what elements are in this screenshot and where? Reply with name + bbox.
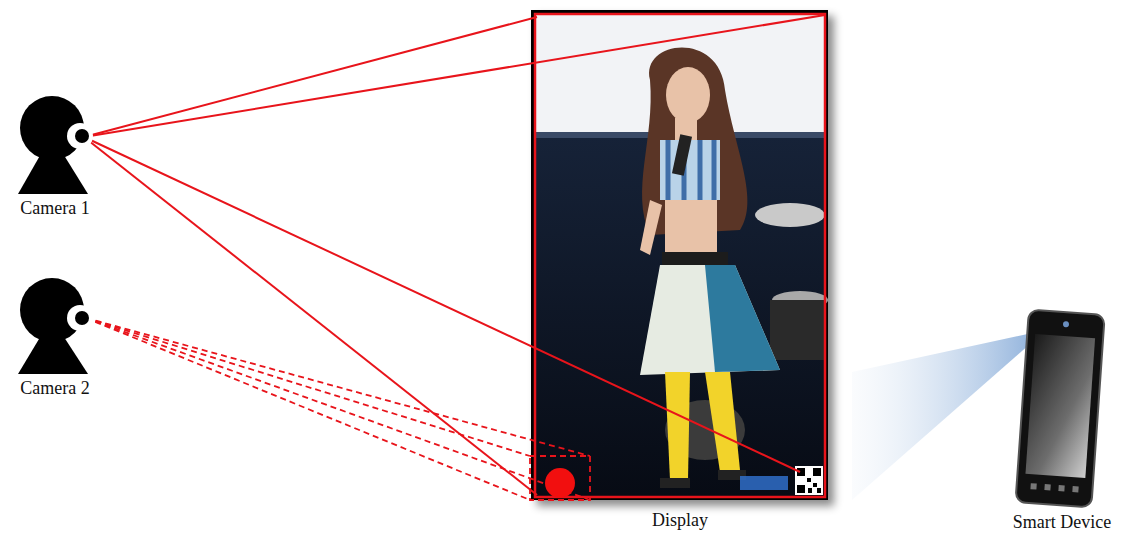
caption-label: Smart Device xyxy=(1013,512,1111,534)
caption-label: Camera 2 xyxy=(20,378,89,400)
camera-icon xyxy=(18,96,93,194)
sight-lines xyxy=(84,15,825,495)
red-dot xyxy=(545,468,575,498)
region-lines xyxy=(86,318,590,500)
display-screen xyxy=(531,10,828,500)
phone-icon xyxy=(1015,310,1104,508)
view-outline xyxy=(535,14,825,497)
camera-icon xyxy=(18,278,93,374)
caption-label: Display xyxy=(652,510,708,532)
caption-label: Camera 1 xyxy=(20,198,89,220)
